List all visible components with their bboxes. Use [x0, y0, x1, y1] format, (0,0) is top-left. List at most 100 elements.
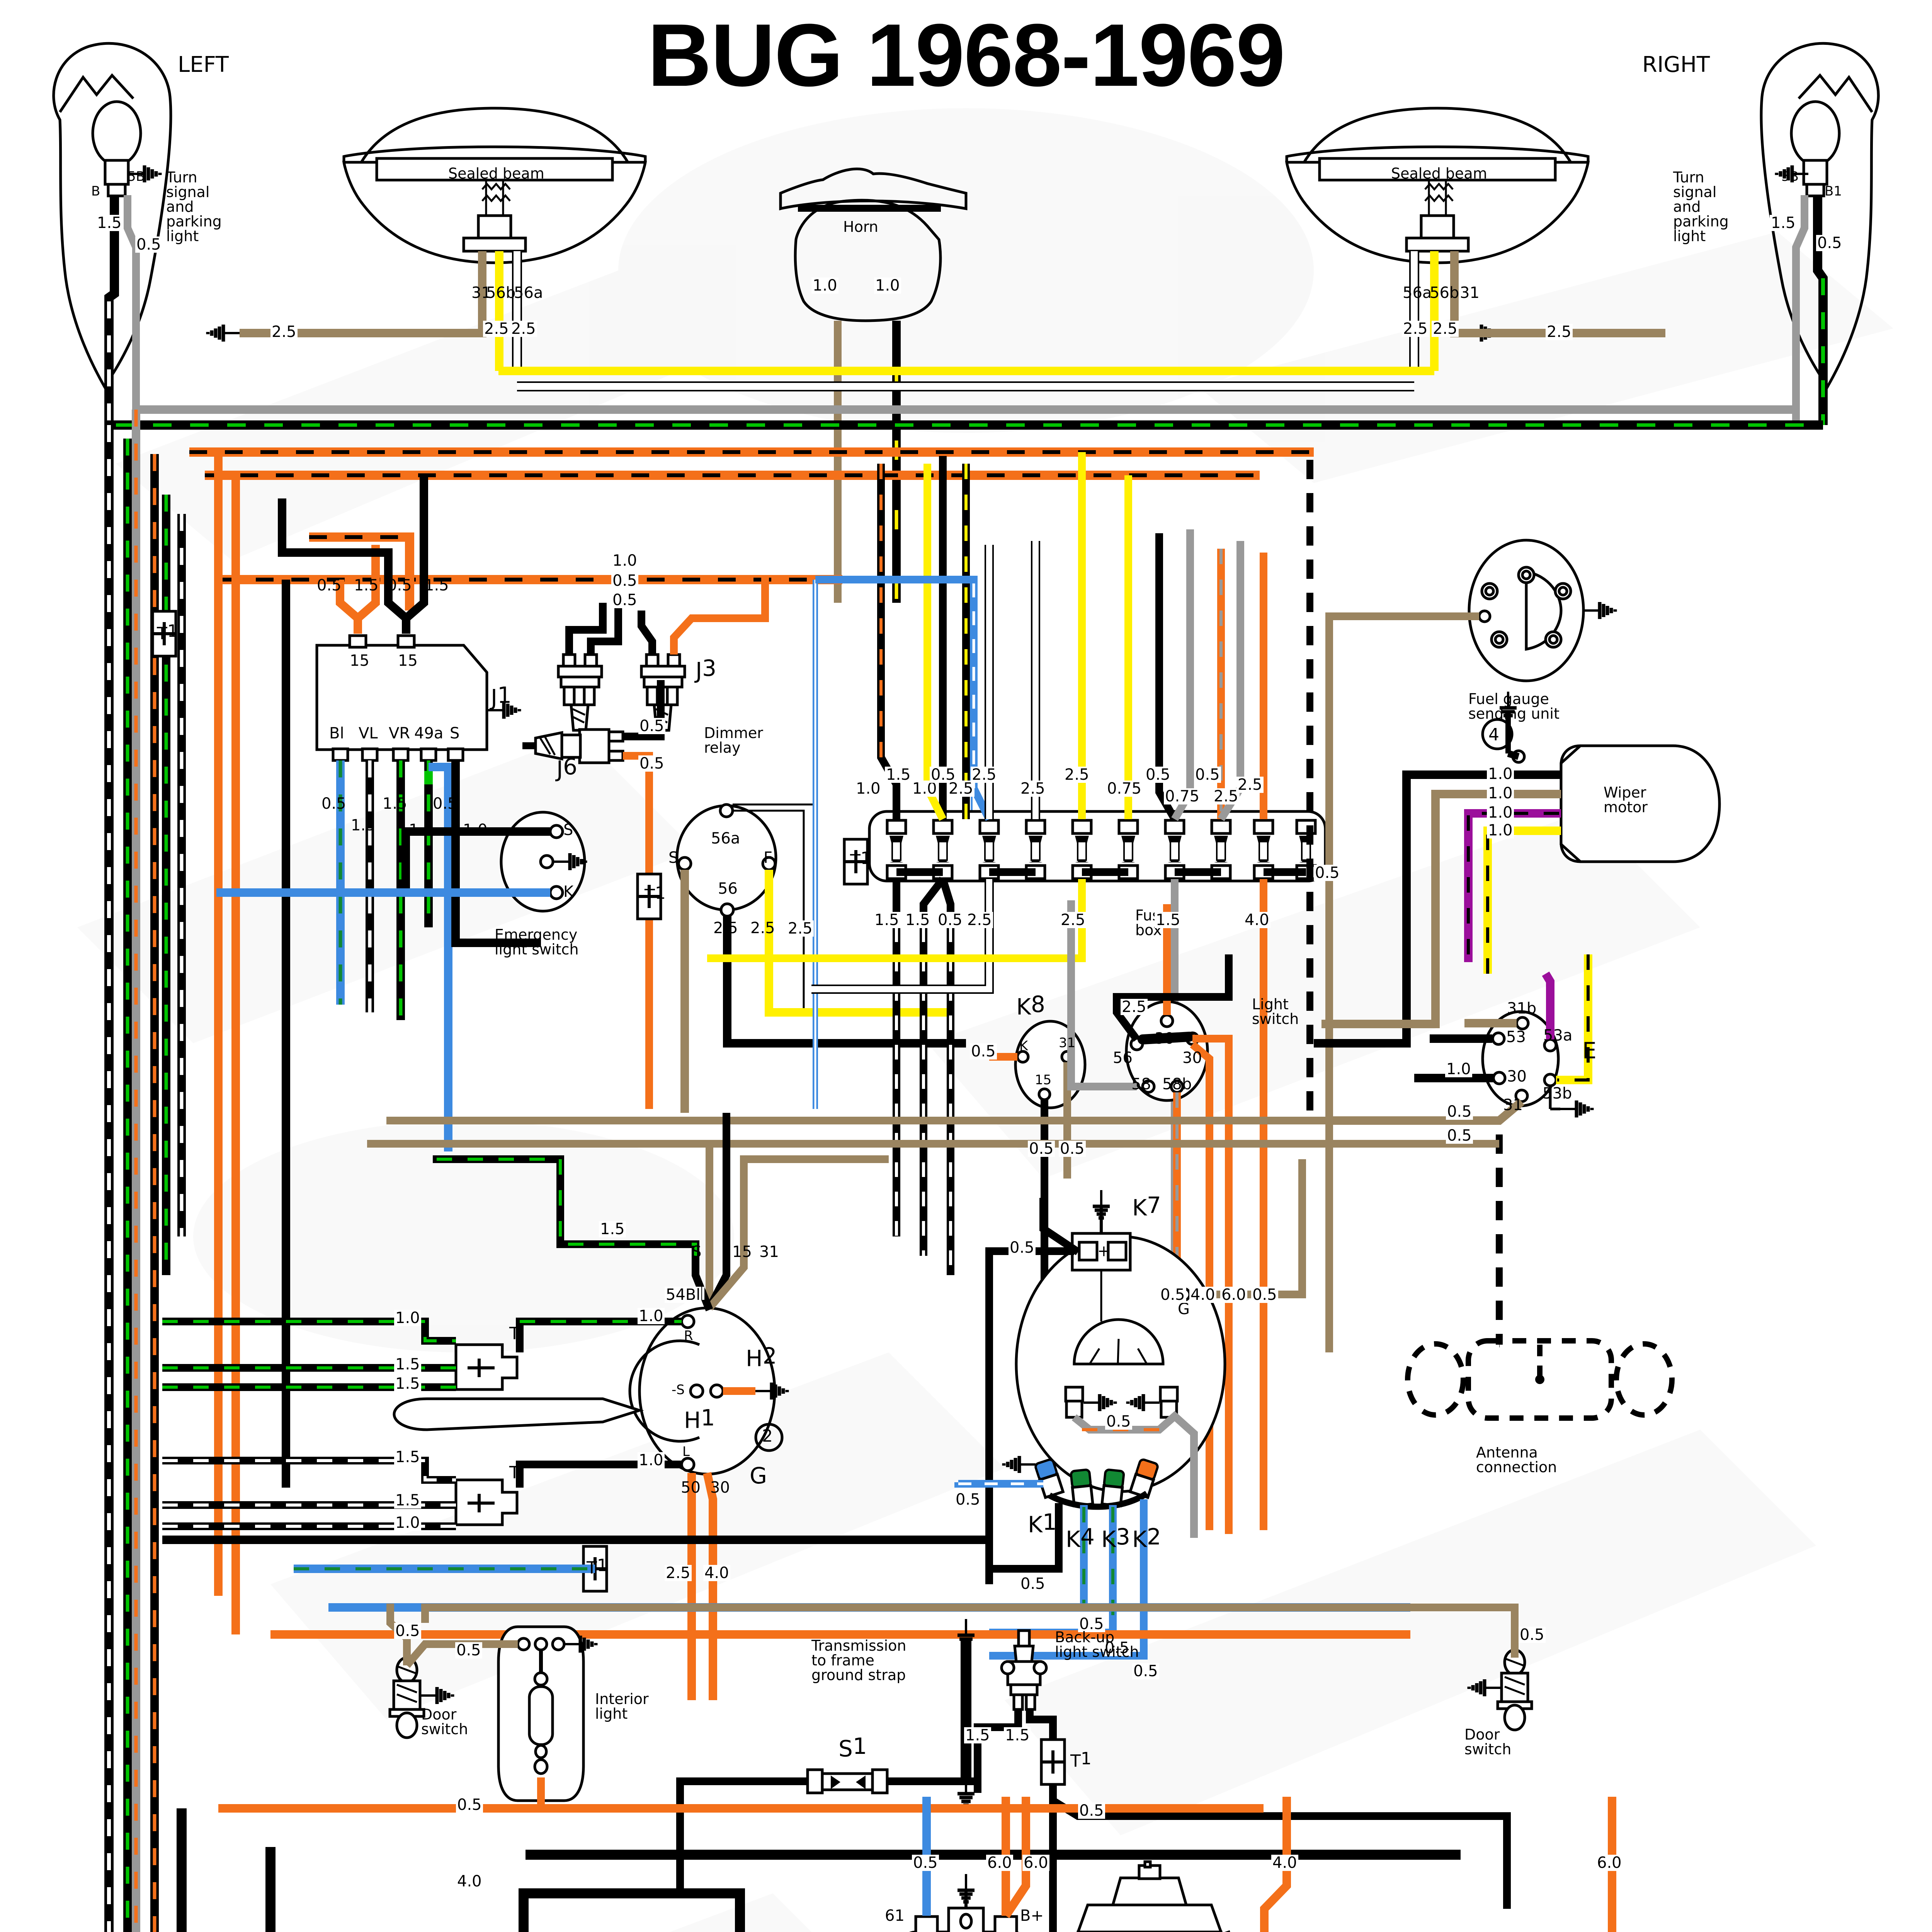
gauge-j1-vl: 1.5 — [351, 816, 376, 834]
terminal-ign-30: 30 — [710, 1479, 730, 1497]
gauge-fuse-in-14: 2.5 — [1236, 777, 1264, 793]
gauge-door-right: 0.5 — [1519, 1627, 1546, 1643]
fusible-link-s1 — [676, 1768, 978, 1893]
gauge-e-3: 0.5 — [1446, 1128, 1473, 1144]
label-sealed-beam-left: Sealed beam — [448, 165, 544, 182]
terminal-j1-vr: VR — [389, 724, 410, 742]
label-h2-sup: 2 — [762, 1343, 777, 1369]
label-g: G — [750, 1463, 767, 1489]
gauge-front-right-15: 1.5 — [1770, 215, 1797, 231]
gauge-j1-2: 1.5 — [354, 577, 379, 594]
gauge-hl-right-ground: 2.5 — [1546, 324, 1573, 340]
label-k4: K — [1066, 1526, 1081, 1553]
label-k8-sup: 8 — [1031, 991, 1045, 1017]
wire-headlamp-left-56b — [495, 251, 503, 375]
gauge-fuse-in-10: 0.5 — [1145, 767, 1172, 783]
gauge-j1-4: 1.5 — [424, 577, 449, 594]
label-j1-sup: 1 — [497, 682, 512, 708]
terminal-j1-s: S — [450, 724, 460, 742]
gauge-k7-1: 0.5 — [1009, 1240, 1036, 1256]
label-k2: K — [1132, 1526, 1147, 1553]
terminal-ign-50: 50 — [681, 1479, 701, 1497]
gauge-dimmer-1: 2.5 — [713, 919, 738, 937]
label-t1-left: T — [157, 624, 167, 644]
label-k4-sup: 4 — [1080, 1524, 1095, 1550]
gauge-hl-left-25a: 2.5 — [483, 321, 510, 337]
gauge-fuse-out-5: 2.5 — [1060, 912, 1087, 928]
gauge-hl-right-25a: 2.5 — [1402, 321, 1429, 337]
terminal-hl-left-56b: 56b — [486, 284, 516, 302]
gauge-hl-left-ground: 2.5 — [270, 324, 298, 340]
gauge-col-8: 1.0 — [638, 1452, 665, 1468]
gauge-k7-2: 0.5 — [1105, 1413, 1132, 1430]
terminal-ign-54bl: 54Bl — [665, 1287, 702, 1303]
terminal-front-right-5b: 5B — [1781, 169, 1799, 184]
terminal-j1-15b: 15 — [398, 652, 418, 670]
wire-front-right-turn — [1813, 197, 1828, 425]
gauge-wiper-4: 1.0 — [1487, 822, 1514, 838]
fuse-in-11 — [1171, 529, 1194, 821]
gauge-fuse-in-2: 1.5 — [885, 767, 912, 783]
wire-j1-s2 — [451, 760, 541, 947]
gauge-k1-1: 0.5 — [954, 1492, 981, 1508]
label-t1-dimmer-sup: 1 — [655, 883, 666, 903]
antenna-connection — [1405, 1338, 1675, 1421]
gauge-col-6: 1.5 — [394, 1492, 421, 1509]
terminal-j1-vl: VL — [359, 724, 378, 742]
terminal-front-left-b: B — [91, 184, 100, 199]
label-j6: J — [556, 756, 563, 782]
gauge-j1-3: 0.5 — [387, 577, 412, 594]
gauge-fuse-out-4: 2.5 — [966, 912, 993, 928]
generator-regulator — [909, 1797, 1030, 1932]
gauge-col-2: 1.5 — [394, 1356, 421, 1372]
terminal-ls-30b: 30 — [1182, 1049, 1202, 1067]
terminal-j1-15a: 15 — [350, 652, 369, 670]
wire-j1-15b — [278, 475, 428, 634]
gauge-j3-1: 1.0 — [611, 553, 638, 569]
gauge-fuse-in-7: 2.5 — [1019, 781, 1046, 797]
label-t-col-top: T — [509, 1324, 520, 1344]
label-h1: H — [684, 1407, 701, 1434]
horn-unit — [779, 167, 968, 322]
terminal-e-53b: 53b — [1543, 1085, 1572, 1102]
gauge-front-left-15: 1.5 — [96, 215, 123, 231]
gauge-rs-2: 4.0 — [1189, 1287, 1216, 1303]
gauge-fuel: 0.5 — [1314, 865, 1341, 881]
label-k8: K — [1016, 993, 1031, 1020]
gauge-j1-1: 0.5 — [317, 577, 342, 594]
gauge-j1-vr: 1.5 — [383, 795, 407, 813]
gauge-hl-right-25b: 2.5 — [1432, 321, 1459, 337]
fuse-box — [868, 810, 1327, 883]
terminal-gen-61: 61 — [885, 1907, 905, 1925]
label-k3-sup: 3 — [1116, 1524, 1130, 1550]
gauge-hl-left-25b: 2.5 — [510, 321, 537, 337]
gauge-e-1: 1.0 — [1445, 1061, 1472, 1077]
fuse-out-4 — [811, 879, 994, 994]
label-j3-sup: 3 — [702, 655, 717, 681]
component-e — [1329, 954, 1592, 1125]
gauge-fuse-in-13: 2.5 — [1213, 788, 1240, 804]
gauge-ls-1: 2.5 — [1121, 999, 1148, 1015]
gauge-j1-s: 0.5 — [433, 795, 457, 813]
battery — [1608, 1797, 1616, 1932]
gauge-k8-1: 0.5 — [970, 1043, 997, 1060]
terminal-ign-r: R — [684, 1328, 693, 1344]
terminal-hl-right-56a: 56a — [1403, 284, 1432, 302]
terminal-j1-49a: 49a — [414, 724, 444, 742]
terminal-ign-s: S — [692, 1243, 702, 1261]
gauge-gen-1: 0.5 — [912, 1855, 939, 1871]
wire-j1-15a — [336, 545, 380, 634]
gauge-door-1: 0.5 — [394, 1623, 421, 1639]
gauge-fuse-in-12: 0.5 — [1194, 767, 1221, 783]
terminal-front-left-5b: 5B — [128, 169, 145, 184]
gauge-k8-3: 0.5 — [1059, 1141, 1086, 1157]
wire-headlamp-left-31 — [240, 251, 486, 337]
gauge-j6-1: 0.5 — [638, 718, 665, 734]
label-t1-left-sup: 1 — [167, 621, 178, 641]
label-sealed-beam-right: Sealed beam — [1391, 165, 1487, 182]
gauge-j1-49a: 1.5 — [409, 821, 434, 839]
terminal-k7-plus: + — [1097, 1242, 1111, 1260]
gauge-fuse-out-1: 1.5 — [873, 912, 900, 928]
interior-light — [497, 1625, 596, 1802]
